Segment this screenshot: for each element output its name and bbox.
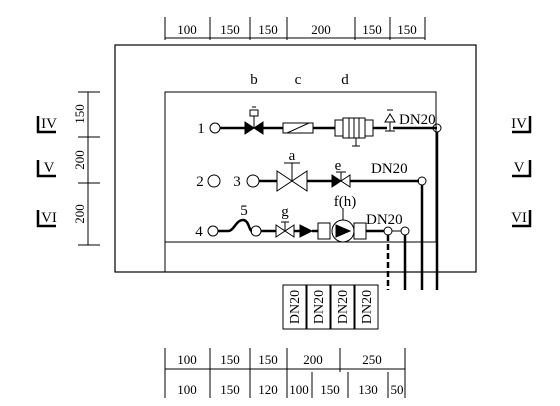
section-marks-right <box>512 116 532 228</box>
dn-label-bottom-3: DN20 <box>336 290 351 324</box>
bottom-dim-1-3: 150 <box>258 352 278 367</box>
top-dim-6: 150 <box>397 22 417 37</box>
top-dim-3: 150 <box>258 22 278 37</box>
section-mark-left-iv: IV <box>41 116 57 132</box>
top-dim-1: 100 <box>177 22 197 37</box>
bottom-dim-2-1: 100 <box>177 382 197 397</box>
pipe-end-circle-3 <box>246 174 260 188</box>
pipe-number-3: 3 <box>233 174 241 190</box>
pipe-number-4: 4 <box>195 224 203 240</box>
bottom-dimension-line-2 <box>164 372 406 398</box>
bottom-dim-2-7: 50 <box>391 382 404 397</box>
top-dim-5: 150 <box>362 22 382 37</box>
valve-b-icon <box>244 106 264 135</box>
valve-e-icon <box>331 171 351 188</box>
outer-enclosure <box>114 44 477 273</box>
bottom-dim-2-2: 150 <box>220 382 240 397</box>
section-marks-left <box>36 116 56 228</box>
label-b: b <box>250 72 258 88</box>
section-mark-left-vi: VI <box>41 210 57 226</box>
bottom-dimension-line-1 <box>164 348 406 372</box>
pipe-number-1: 1 <box>197 121 205 137</box>
label-fh: f(h) <box>334 194 357 210</box>
pipe-end-circle-4 <box>207 225 219 237</box>
pipe-end-circle-2 <box>207 174 221 188</box>
top-dim-2: 150 <box>220 22 240 37</box>
pipe-row-4 <box>207 208 410 290</box>
dn-label-bottom-4: DN20 <box>360 290 375 324</box>
label-d: d <box>341 72 349 88</box>
left-dim-3: 200 <box>72 204 87 224</box>
pipe-row-3 <box>207 162 427 290</box>
bottom-dim-2-4: 100 <box>289 382 309 397</box>
left-dim-2: 200 <box>72 150 87 170</box>
bottom-dim-2-6: 130 <box>358 382 378 397</box>
label-g: g <box>281 204 289 220</box>
dn-label-row-3: DN20 <box>371 161 408 177</box>
bottom-label-boxes <box>282 284 379 330</box>
pipe-end-circle-1 <box>209 122 221 134</box>
pump-fh-icon <box>317 208 367 243</box>
section-mark-right-iv: IV <box>511 116 527 132</box>
label-a: a <box>289 148 296 164</box>
filter-c-icon <box>282 122 314 134</box>
vent-icon <box>384 109 396 132</box>
label-e: e <box>335 158 342 174</box>
bottom-dim-2-5: 150 <box>320 382 340 397</box>
valve-g-icon <box>275 221 295 238</box>
dn-label-row-1: DN20 <box>399 112 436 128</box>
bottom-dim-1-2: 150 <box>220 352 240 367</box>
section-mark-right-vi: VI <box>511 210 527 226</box>
bottom-dim-1-4: 200 <box>303 352 323 367</box>
dn-label-bottom-1: DN20 <box>288 290 303 324</box>
top-dim-4: 200 <box>311 22 331 37</box>
valve-a-icon <box>276 162 308 192</box>
dn-label-row-4: DN20 <box>366 212 403 228</box>
left-dim-1: 150 <box>72 104 87 124</box>
pipe-number-2: 2 <box>196 174 204 190</box>
bottom-dim-1-5: 250 <box>362 352 382 367</box>
bottom-dim-2-3: 120 <box>258 382 278 397</box>
top-dimension-line <box>164 17 426 40</box>
section-mark-right-v: V <box>514 160 525 176</box>
left-dimension-line <box>78 91 100 246</box>
meter-d-icon <box>334 117 374 147</box>
dn-label-bottom-2: DN20 <box>312 290 327 324</box>
section-mark-left-v: V <box>44 160 55 176</box>
pipe-row-1 <box>209 106 442 290</box>
pipe-number-5: 5 <box>240 203 248 219</box>
label-c: c <box>295 72 302 88</box>
bottom-dim-1-1: 100 <box>177 352 197 367</box>
